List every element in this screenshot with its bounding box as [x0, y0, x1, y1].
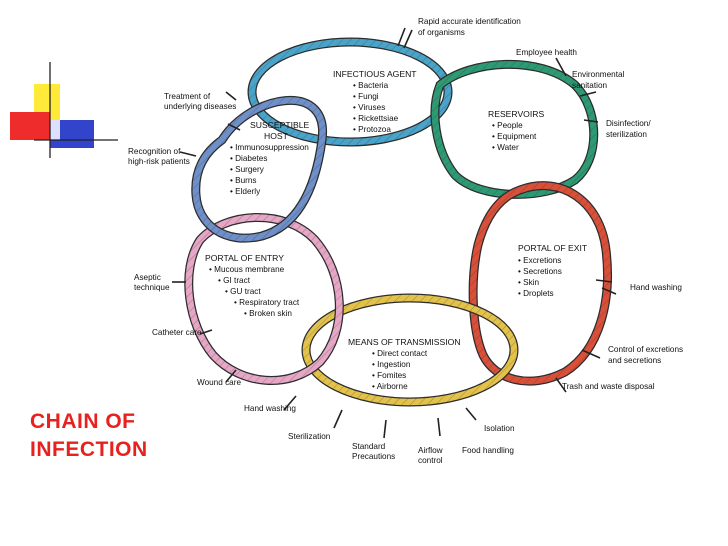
intervention-treatment-underlying: Treatment of	[164, 92, 211, 101]
infectious-agent-title: INFECTIOUS AGENT	[333, 69, 417, 79]
intervention-environmental-sanitation: sanitation	[572, 81, 607, 90]
intervention-aseptic-technique: technique	[134, 283, 170, 292]
portal-of-entry-item: • Mucous membrane	[209, 265, 285, 274]
susceptible-host-item: • Elderly	[230, 187, 261, 196]
portal-of-exit-item: • Droplets	[518, 289, 554, 298]
infectious-agent-item: • Bacteria	[353, 81, 389, 90]
intervention-treatment-underlying: underlying diseases	[164, 102, 236, 111]
portal-of-entry-item: • Broken skin	[244, 309, 292, 318]
rope-frays	[172, 27, 617, 439]
portal-of-entry-item: • Respiratory tract	[234, 298, 300, 307]
reservoirs-item: • Equipment	[492, 132, 537, 141]
means-of-transmission-title: MEANS OF TRANSMISSION	[348, 337, 461, 347]
portal-of-entry-item: • GU tract	[225, 287, 261, 296]
susceptible-host-label: SUSCEPTIBLE HOST • Immunosuppression • D…	[230, 120, 309, 196]
intervention-catheter-care: Catheter care	[152, 328, 202, 337]
deco-red-square	[10, 112, 50, 140]
portal-of-entry-title: PORTAL OF ENTRY	[205, 253, 284, 263]
portal-of-exit-item: • Excretions	[518, 256, 561, 265]
infectious-agent-loop	[247, 37, 453, 147]
portal-of-entry-loop	[184, 213, 344, 385]
reservoirs-title: RESERVOIRS	[488, 109, 544, 119]
susceptible-host-title: HOST	[264, 131, 289, 141]
intervention-rapid-identification: Rapid accurate identification	[418, 17, 521, 26]
intervention-hand-washing-right: Hand washing	[630, 283, 682, 292]
intervention-airflow-control: Airflow	[418, 446, 443, 455]
intervention-food-handling: Food handling	[462, 446, 514, 455]
slide-title-line-2: INFECTION	[30, 438, 148, 461]
susceptible-host-item: • Diabetes	[230, 154, 267, 163]
intervention-disinfection: sterilization	[606, 130, 647, 139]
intervention-disinfection: Disinfection/	[606, 119, 651, 128]
decorative-squares	[10, 62, 118, 158]
portal-of-exit-loop	[468, 181, 612, 386]
susceptible-host-item: • Surgery	[230, 165, 265, 174]
reservoirs-item: • People	[492, 121, 523, 130]
intervention-labels: Rapid accurate identification of organis…	[128, 17, 683, 465]
susceptible-host-item: • Burns	[230, 176, 257, 185]
infectious-agent-item: • Protozoa	[353, 125, 391, 134]
intervention-wound-care: Wound care	[197, 378, 241, 387]
intervention-sterilization: Sterilization	[288, 432, 331, 441]
intervention-control-excretions: Control of excretions	[608, 345, 683, 354]
susceptible-host-loop	[191, 96, 327, 243]
portal-of-exit-title: PORTAL OF EXIT	[518, 243, 588, 253]
reservoirs-label: RESERVOIRS • People • Equipment • Water	[488, 109, 544, 152]
means-of-transmission-label: MEANS OF TRANSMISSION • Direct contact •…	[348, 337, 461, 391]
portal-of-entry-label: PORTAL OF ENTRY • Mucous membrane • GI t…	[205, 253, 300, 318]
infectious-agent-item: • Rickettsiae	[353, 114, 399, 123]
intervention-isolation: Isolation	[484, 424, 515, 433]
intervention-recognition-high-risk: Recognition of	[128, 147, 181, 156]
intervention-hand-washing-bottom: Hand washing	[244, 404, 296, 413]
infectious-agent-item: • Viruses	[353, 103, 385, 112]
means-of-transmission-item: • Airborne	[372, 382, 408, 391]
susceptible-host-item: • Immunosuppression	[230, 143, 309, 152]
portal-of-exit-label: PORTAL OF EXIT • Excretions • Secretions…	[518, 243, 588, 298]
intervention-rapid-identification: of organisms	[418, 28, 465, 37]
slide-title: CHAIN OF INFECTION	[30, 408, 148, 464]
intervention-standard-precautions: Precautions	[352, 452, 395, 461]
portal-of-exit-item: • Skin	[518, 278, 540, 287]
reservoirs-loop	[430, 59, 599, 199]
means-of-transmission-item: • Direct contact	[372, 349, 428, 358]
intervention-aseptic-technique: Aseptic	[134, 273, 161, 282]
intervention-airflow-control: control	[418, 456, 443, 465]
intervention-standard-precautions: Standard	[352, 442, 386, 451]
deco-white-inner	[50, 120, 60, 140]
slide-title-line-1: CHAIN OF	[30, 410, 136, 433]
intervention-recognition-high-risk: high-risk patients	[128, 157, 190, 166]
portal-of-entry-item: • GI tract	[218, 276, 251, 285]
means-of-transmission-item: • Ingestion	[372, 360, 411, 369]
means-of-transmission-item: • Fomites	[372, 371, 406, 380]
infectious-agent-label: INFECTIOUS AGENT • Bacteria • Fungi • Vi…	[333, 69, 417, 134]
infectious-agent-item: • Fungi	[353, 92, 379, 101]
susceptible-host-title: SUSCEPTIBLE	[250, 120, 309, 130]
intervention-control-excretions: and secretions	[608, 356, 661, 365]
intervention-employee-health: Employee health	[516, 48, 577, 57]
portal-of-exit-item: • Secretions	[518, 267, 562, 276]
intervention-trash-disposal: Trash and waste disposal	[562, 382, 655, 391]
reservoirs-item: • Water	[492, 143, 519, 152]
intervention-environmental-sanitation: Environmental	[572, 70, 625, 79]
rope-loops	[184, 37, 612, 407]
means-of-transmission-loop	[301, 293, 519, 407]
